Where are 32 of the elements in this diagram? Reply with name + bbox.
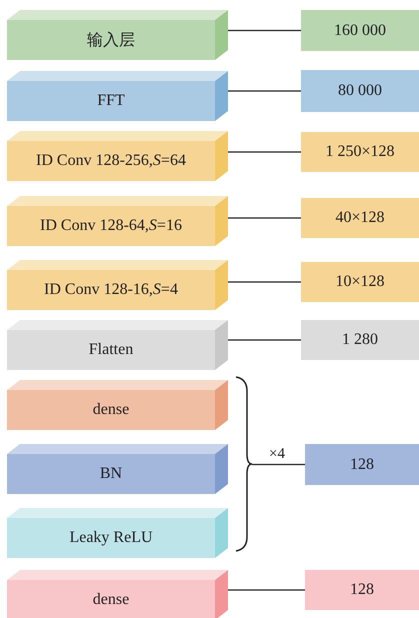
layer-label: BN xyxy=(100,465,122,483)
connector-line xyxy=(228,30,301,32)
output-size: 10×128 xyxy=(335,273,385,291)
output-size: 160 000 xyxy=(334,22,386,40)
layer-label: dense xyxy=(92,401,130,419)
output-size-box xyxy=(301,262,419,302)
layer-label: ID Conv 128-256,S=64 xyxy=(36,152,186,170)
layer-label: Flatten xyxy=(88,341,134,359)
output-size-box xyxy=(301,320,419,360)
layer-label: FFT xyxy=(97,92,125,110)
connector-line xyxy=(228,90,301,92)
connector-line xyxy=(228,281,301,283)
layer-label: Leaky ReLU xyxy=(69,529,153,547)
output-size-box xyxy=(301,198,419,238)
layer-label: ID Conv 128-64,S=16 xyxy=(40,217,182,235)
output-size: 128 xyxy=(350,456,374,474)
layer-label: ID Conv 128-16,S=4 xyxy=(44,281,178,299)
output-size-box xyxy=(305,570,419,610)
output-size: 40×128 xyxy=(335,209,385,227)
output-size-box xyxy=(301,70,419,112)
output-size-box xyxy=(301,132,419,172)
output-size: 80 000 xyxy=(338,82,382,100)
layer-label: dense xyxy=(92,591,130,609)
connector-line xyxy=(228,217,301,219)
output-size: 1 250×128 xyxy=(325,143,395,161)
connector-line xyxy=(228,151,301,153)
layer-label: 输入层 xyxy=(87,30,135,50)
connector-line xyxy=(252,464,305,466)
output-size: 1 280 xyxy=(342,331,378,349)
output-size-box xyxy=(305,444,419,485)
output-size-box xyxy=(301,10,419,51)
output-size: 128 xyxy=(350,581,374,599)
